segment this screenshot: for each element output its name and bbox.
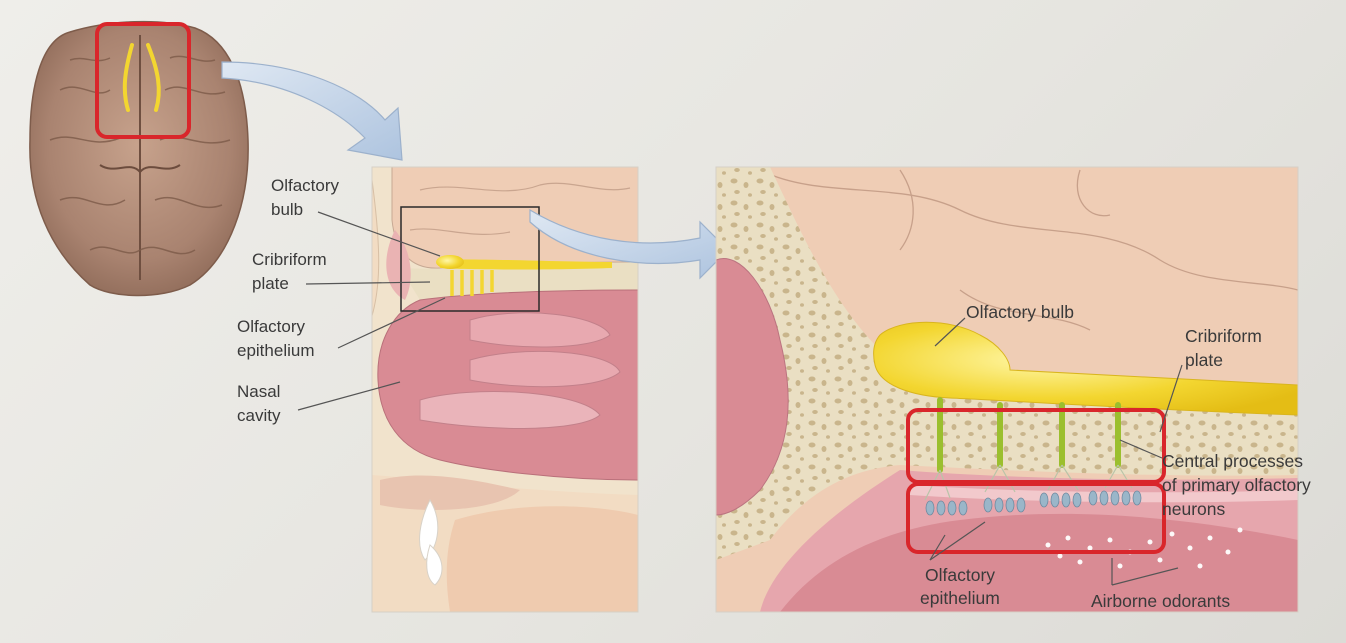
curved-arrow-icon	[529, 208, 729, 280]
label-olfactory-epithelium-line2: epithelium	[237, 341, 315, 360]
label-central-processes-line1: Central processes	[1162, 451, 1303, 471]
label-cribriform-detail-line1: Cribriform	[1185, 326, 1262, 346]
label-nasal-cavity-line2: cavity	[237, 406, 281, 425]
curved-arrow-icon	[221, 61, 403, 161]
brain-underside-image	[29, 20, 249, 297]
label-olfactory-epithelium-line1: Olfactory	[237, 317, 306, 336]
label-olfactory-epithelium-detail-line1: Olfactory	[925, 565, 995, 585]
panel-3-frame	[715, 166, 1299, 613]
receptor-neurons	[925, 490, 1142, 516]
highlight-box-epithelium	[906, 482, 1166, 554]
label-olfactory-bulb-line2: bulb	[271, 200, 303, 219]
label-olfactory-epithelium-detail-line2: epithelium	[920, 588, 1000, 608]
label-central-processes-line3: neurons	[1162, 499, 1225, 519]
label-cribriform-line1: Cribriform	[252, 250, 327, 269]
panel-3-leader-lines	[929, 317, 1183, 586]
head-section-illustration	[372, 167, 638, 612]
label-cribriform-detail-line2: plate	[1185, 350, 1223, 370]
panel-2-leader-lines	[297, 211, 446, 411]
label-central-processes-line2: of primary olfactory	[1162, 475, 1311, 495]
label-olfactory-bulb-line1: Olfactory	[271, 176, 340, 195]
label-olfactory-bulb-detail: Olfactory bulb	[966, 302, 1074, 322]
label-airborne-odorants: Airborne odorants	[1091, 591, 1230, 611]
zoom-box	[400, 206, 540, 312]
label-cribriform-line2: plate	[252, 274, 289, 293]
cribriform-detail-illustration	[716, 167, 1298, 612]
label-nasal-cavity-line1: Nasal	[237, 382, 280, 401]
highlight-box-brain	[95, 22, 191, 139]
